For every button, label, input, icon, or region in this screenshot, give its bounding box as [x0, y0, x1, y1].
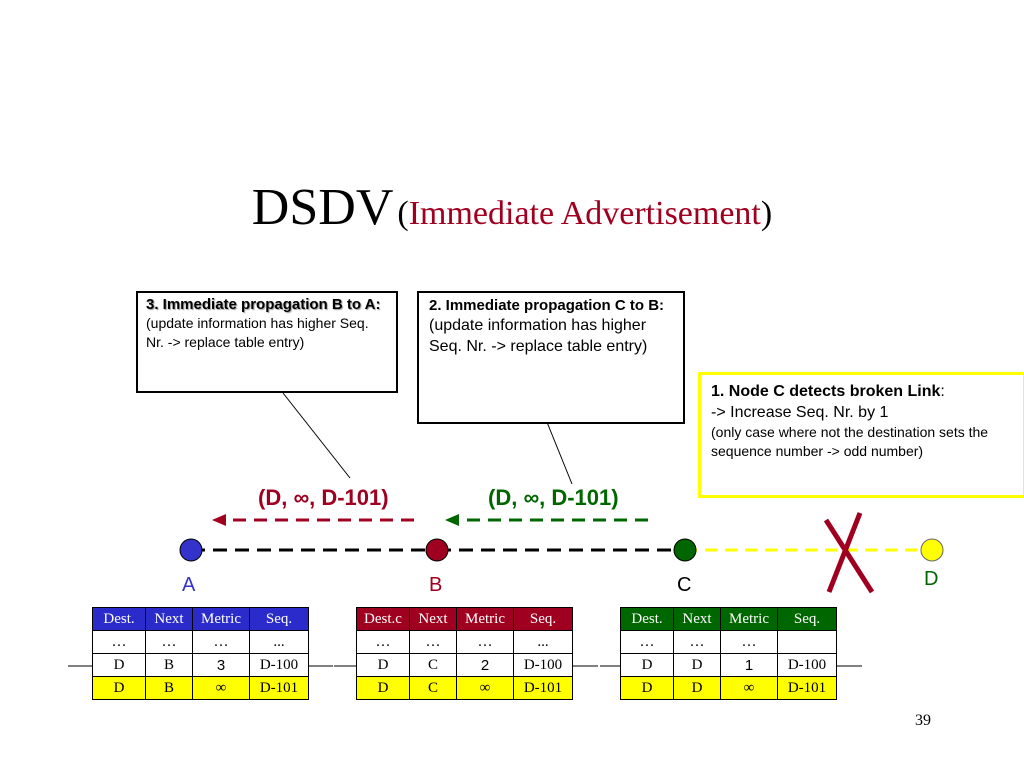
arrow-c-to-b-head: [445, 514, 459, 526]
table-row: … … … ...: [356, 630, 573, 654]
table-row: D B 3 D-100: [92, 653, 309, 677]
cell: [777, 630, 837, 654]
table-row: … … … ...: [92, 630, 309, 654]
cell: B: [145, 653, 193, 677]
callout-heading: 3. Immediate propagation B to A:: [146, 296, 381, 313]
cell: D-101: [777, 676, 837, 700]
table-row: … … …: [620, 630, 837, 654]
cell: …: [192, 630, 250, 654]
table-row: D C 2 D-100: [356, 653, 573, 677]
cell: …: [620, 630, 674, 654]
cell: ...: [249, 630, 309, 654]
node-label-c: C: [677, 574, 692, 596]
cell: D: [620, 653, 674, 677]
title-main: DSDV: [251, 179, 394, 236]
callout-body: (update information has higher Seq. Nr. …: [429, 317, 648, 355]
cell: 3: [192, 653, 250, 677]
callout-box-broken-link: 1. Node C detects broken Link: -> Increa…: [698, 372, 1024, 498]
node-a: [179, 538, 203, 562]
cell: …: [720, 630, 778, 654]
callout-body: (only case where not the destination set…: [711, 424, 989, 459]
routing-table-c: Dest. Next Metric Seq. … … … D D 1 D-100…: [620, 607, 837, 700]
header-dest: Dest.: [92, 607, 146, 631]
slide-title: DSDV (Immediate Advertisement): [0, 178, 1024, 237]
cell: D-101: [249, 676, 309, 700]
header-dest: Dest.: [620, 607, 674, 631]
cell: D: [92, 653, 146, 677]
cell: ∞: [192, 676, 250, 700]
cell: D-100: [513, 653, 573, 677]
cell: …: [409, 630, 457, 654]
callout-box-propagation-c-to-b: 2. Immediate propagation C to B: (update…: [417, 291, 685, 424]
callout-heading: 1. Node C detects broken Link: [711, 383, 941, 400]
header-seq: Seq.: [249, 607, 309, 631]
header-next: Next: [145, 607, 193, 631]
cell: ∞: [456, 676, 514, 700]
node-label-a: A: [182, 574, 196, 596]
header-seq: Seq.: [777, 607, 837, 631]
cell: …: [92, 630, 146, 654]
table-row-updated: D C ∞ D-101: [356, 676, 573, 700]
cell: 2: [456, 653, 514, 677]
header-metric: Metric: [720, 607, 778, 631]
broken-link-cross: [823, 518, 875, 594]
cell: …: [356, 630, 410, 654]
node-b: [425, 538, 449, 562]
header-next: Next: [673, 607, 721, 631]
callout-box-propagation-b-to-a: 3. Immediate propagation B to A: (update…: [136, 291, 398, 393]
message-b-to-a: (D, ∞, D-101): [258, 485, 389, 510]
callout-heading: 2. Immediate propagation C to B:: [429, 297, 665, 314]
cell: D: [673, 676, 721, 700]
table-header-row: Dest. Next Metric Seq.: [620, 607, 837, 631]
header-next: Next: [409, 607, 457, 631]
cell: D: [620, 676, 674, 700]
cell: B: [145, 676, 193, 700]
table-header-row: Dest.c Next Metric Seq.: [356, 607, 573, 631]
message-c-to-b: (D, ∞, D-101): [488, 485, 619, 510]
cell: D-100: [777, 653, 837, 677]
cell: …: [456, 630, 514, 654]
table-header-row: Dest. Next Metric Seq.: [92, 607, 309, 631]
routing-table-b: Dest.c Next Metric Seq. … … … ... D C 2 …: [356, 607, 573, 700]
routing-table-a: Dest. Next Metric Seq. … … … ... D B 3 D…: [92, 607, 309, 700]
node-label-d: D: [924, 568, 939, 590]
cell: D: [673, 653, 721, 677]
cell: D-100: [249, 653, 309, 677]
cell: C: [409, 676, 457, 700]
table-row-updated: D B ∞ D-101: [92, 676, 309, 700]
cell: …: [145, 630, 193, 654]
cell: …: [673, 630, 721, 654]
cell: D: [356, 676, 410, 700]
arrow-b-to-a-head: [212, 514, 226, 526]
node-label-b: B: [429, 574, 443, 596]
cell: ∞: [720, 676, 778, 700]
callout-line-box3: [282, 392, 351, 479]
cell: D: [92, 676, 146, 700]
broken-link-cross: [826, 512, 863, 593]
title-open-paren: (: [397, 195, 409, 232]
table-row: D D 1 D-100: [620, 653, 837, 677]
node-d: [920, 538, 944, 562]
cell: C: [409, 653, 457, 677]
header-metric: Metric: [456, 607, 514, 631]
cell: 1: [720, 653, 778, 677]
table-row-updated: D D ∞ D-101: [620, 676, 837, 700]
header-metric: Metric: [192, 607, 250, 631]
title-subtitle: Immediate Advertisement: [408, 195, 761, 232]
header-dest: Dest.c: [356, 607, 410, 631]
node-c: [673, 538, 697, 562]
callout-line-2: -> Increase Seq. Nr. by 1: [711, 404, 889, 421]
header-seq: Seq.: [513, 607, 573, 631]
callout-heading-colon: :: [940, 383, 945, 400]
cell: D: [356, 653, 410, 677]
cell: ...: [513, 630, 573, 654]
title-close-paren: ): [760, 195, 773, 232]
callout-body: (update information has higher Seq. Nr. …: [146, 315, 369, 350]
page-number: 39: [915, 712, 931, 729]
cell: D-101: [513, 676, 573, 700]
